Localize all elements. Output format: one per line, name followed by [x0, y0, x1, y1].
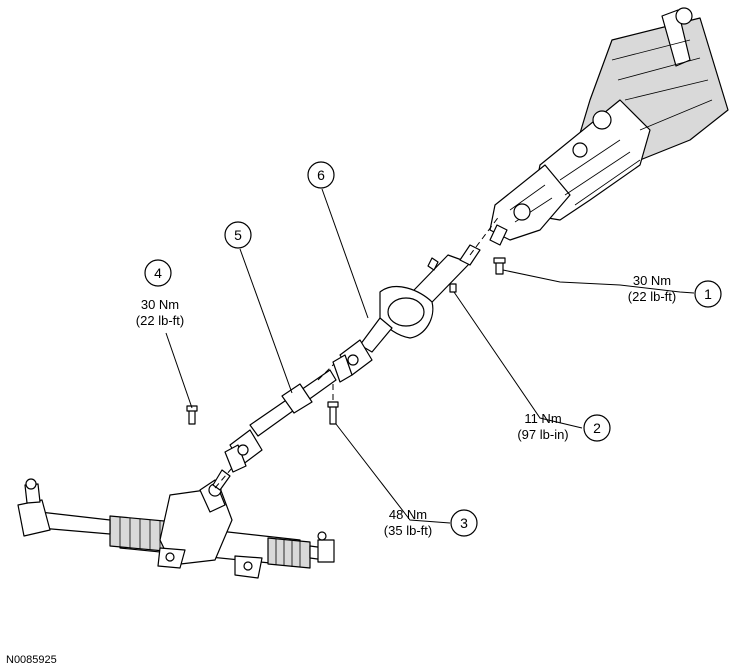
callout-4-torque-metric: 30 Nm — [141, 297, 179, 312]
bolt-item-3 — [327, 401, 339, 425]
callout-1-torque-imperial: (22 lb-ft) — [628, 289, 676, 304]
callout-4-number: 4 — [154, 265, 162, 281]
leader-4 — [165, 332, 193, 409]
assembly-axis-mid — [317, 363, 335, 381]
callout-1: 1 30 Nm (22 lb-ft) — [628, 273, 722, 308]
callout-5-number: 5 — [234, 227, 242, 243]
leader-6 — [321, 188, 369, 319]
leader-5 — [239, 248, 293, 394]
callout-3-torque-metric: 48 Nm — [389, 507, 427, 522]
assembly-axis-upper — [469, 214, 501, 256]
assembly-axis-lower — [214, 467, 233, 489]
callout-2-torque-metric: 11 Nm — [524, 411, 561, 426]
leader-2 — [453, 291, 583, 429]
steering-column-assembly — [489, 7, 729, 246]
intermediate-shaft — [224, 369, 337, 473]
callout-3-torque-imperial: (35 lb-ft) — [384, 523, 432, 538]
callout-2-number: 2 — [593, 420, 601, 436]
bolt-item-2 — [449, 283, 457, 293]
leader-3 — [335, 423, 451, 524]
callout-1-number: 1 — [704, 286, 712, 302]
figure-reference: N0085925 — [6, 654, 57, 666]
bolt-item-4 — [186, 405, 198, 425]
callout-2: 2 11 Nm (97 lb-in) — [517, 411, 611, 442]
bolt-item-1 — [493, 257, 506, 275]
callout-3: 3 48 Nm (35 lb-ft) — [384, 507, 478, 538]
callout-4-torque-imperial: (22 lb-ft) — [136, 313, 184, 328]
callout-5: 5 — [224, 221, 252, 249]
callout-2-torque-imperial: (97 lb-in) — [517, 427, 568, 442]
callout-1-torque-metric: 30 Nm — [633, 273, 671, 288]
callout-4: 4 30 Nm (22 lb-ft) — [136, 259, 184, 328]
steering-gear-rack — [17, 469, 335, 579]
leader-1 — [502, 269, 695, 294]
callout-6: 6 — [307, 161, 335, 189]
callout-6-number: 6 — [317, 167, 325, 183]
lower-column-shaft — [332, 244, 481, 383]
callout-3-number: 3 — [460, 515, 468, 531]
